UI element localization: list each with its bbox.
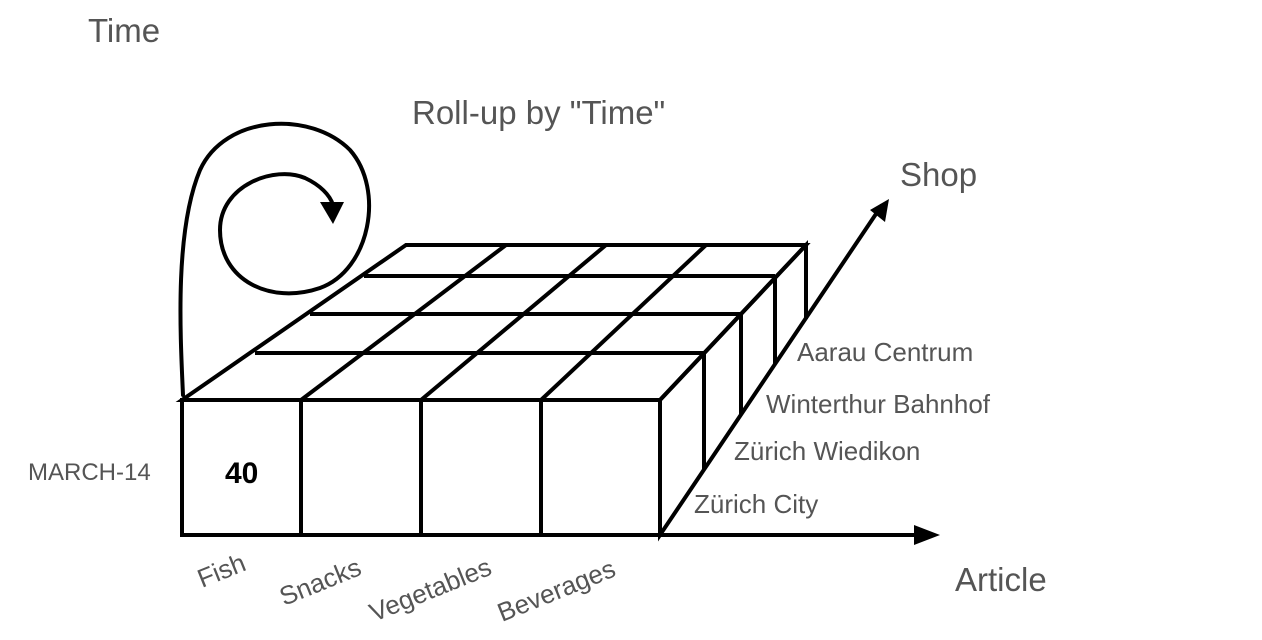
time-value-label: MARCH-14 [28, 459, 151, 486]
cube-side-face [658, 239, 808, 542]
time-axis-label: Time [88, 12, 160, 49]
top-grid-line [419, 243, 608, 402]
rollup-title: Roll-up by "Time" [412, 94, 665, 131]
rollup-loop-arrowhead-icon [320, 202, 344, 224]
rollup-loop-arrow [178, 121, 372, 397]
top-grid-line [539, 243, 708, 402]
cube-top-face [175, 243, 811, 402]
article-label: Vegetables [365, 552, 496, 628]
shop-label: Zürich Wiedikon [734, 436, 920, 466]
shop-label: Zürich City [694, 489, 818, 519]
cell-value: 40 [225, 457, 258, 490]
article-label: Fish [193, 547, 250, 593]
article-label: Snacks [275, 552, 365, 612]
article-label: Beverages [493, 553, 619, 627]
article-arrowhead-icon [914, 525, 940, 545]
shop-axis-arrow [804, 203, 884, 320]
shop-label: Aarau Centrum [797, 337, 973, 367]
article-axis-label: Article [955, 561, 1047, 598]
shop-arrowhead-icon [870, 199, 889, 222]
shop-axis-label: Shop [900, 156, 977, 193]
top-grid-line [299, 243, 508, 402]
shop-label: Winterthur Bahnhof [766, 389, 991, 419]
